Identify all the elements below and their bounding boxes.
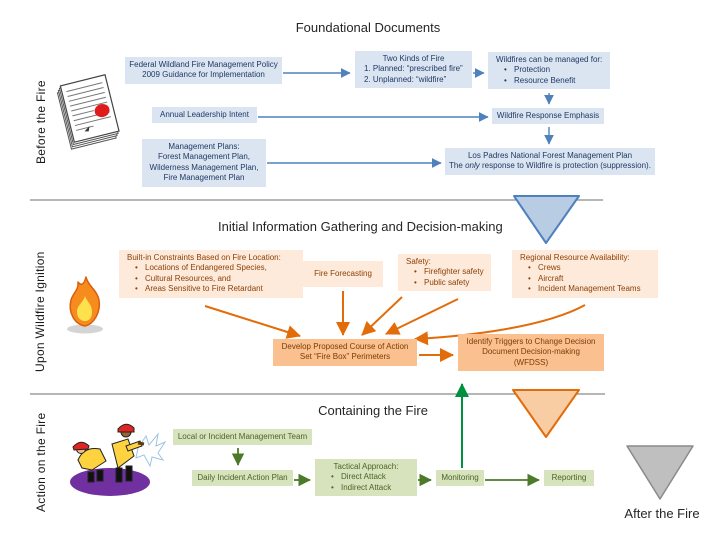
bullet-item: Direct Attack xyxy=(319,472,413,483)
box-federal-policy: Federal Wildland Fire Management Policy … xyxy=(125,57,282,84)
box-text: 1. Planned: “prescribed fire” xyxy=(364,64,463,74)
title-initial-information: Initial Information Gathering and Decisi… xyxy=(218,219,503,234)
box-monitoring: Monitoring xyxy=(436,470,484,487)
box-management-plans: Management Plans: Forest Management Plan… xyxy=(142,139,266,187)
box-text: Document Decision-making xyxy=(482,347,580,357)
bullet-item: Locations of Endangered Species, xyxy=(123,263,299,274)
box-annual-leadership-intent: Annual Leadership Intent xyxy=(152,107,257,124)
gray-funnel-triangle xyxy=(626,445,694,500)
bullet-item: Cultural Resources, and xyxy=(123,274,299,285)
box-title: Built-in Constraints Based on Fire Locat… xyxy=(127,253,281,262)
bullet-item: Indirect Attack xyxy=(319,483,413,494)
box-title: Regional Resource Availability: xyxy=(520,253,630,262)
firefighters-icon xyxy=(70,423,166,496)
bullet-item: Crews xyxy=(516,263,654,274)
box-built-in-constraints: Built-in Constraints Based on Fire Locat… xyxy=(119,250,303,298)
box-local-incident-management-team: Local or Incident Management Team xyxy=(173,429,312,446)
box-text: Forest Management Plan, xyxy=(157,152,251,162)
orange-funnel-triangle xyxy=(512,389,580,438)
flame-icon xyxy=(67,276,103,334)
box-text: Set “Fire Box” Perimeters xyxy=(299,352,391,362)
box-two-kinds-of-fire: Two Kinds of Fire 1. Planned: “prescribe… xyxy=(355,51,472,89)
bullet-item: Incident Management Teams xyxy=(516,284,654,295)
side-label-before-the-fire: Before the Fire xyxy=(34,80,48,164)
side-label-upon-wildfire-ignition: Upon Wildfire Ignition xyxy=(33,251,47,372)
box-text: Los Padres National Forest Management Pl… xyxy=(467,151,633,160)
box-title: Two Kinds of Fire xyxy=(382,54,445,63)
box-text: (WFDSS) xyxy=(513,357,549,367)
title-after-the-fire: After the Fire xyxy=(624,506,700,521)
box-identify-triggers: Identify Triggers to Change Decision Doc… xyxy=(458,334,604,372)
bullet-item: Protection xyxy=(492,65,606,76)
title-foundational-documents: Foundational Documents xyxy=(295,20,441,35)
document-stack-icon xyxy=(56,74,120,150)
box-fire-forecasting: Fire Forecasting xyxy=(303,261,383,288)
box-develop-course-of-action: Develop Proposed Course of Action Set “F… xyxy=(273,339,417,366)
box-text: Fire Management Plan xyxy=(163,173,245,183)
title-containing-the-fire: Containing the Fire xyxy=(318,403,428,418)
box-text: 2009 Guidance for Implementation xyxy=(142,70,265,80)
box-title: Tactical Approach: xyxy=(333,462,399,471)
box-wildfires-managed-for: Wildfires can be managed for: Protection… xyxy=(488,52,610,90)
box-text: Management Plans: xyxy=(168,142,240,151)
box-daily-incident-action-plan: Daily Incident Action Plan xyxy=(192,470,293,487)
box-tactical-approach: Tactical Approach: Direct Attack Indirec… xyxy=(315,459,417,497)
bullet-item: Firefighter safety xyxy=(402,267,487,278)
side-label-action-on-the-fire: Action on the Fire xyxy=(34,412,48,512)
bullet-item: Areas Sensitive to Fire Retardant xyxy=(123,284,299,295)
box-text: The only response to Wildfire is protect… xyxy=(449,161,651,171)
bullet-item: Resource Benefit xyxy=(492,76,606,87)
bullet-item: Public safety xyxy=(402,278,487,289)
blue-funnel-triangle xyxy=(513,195,580,244)
bullet-item: Aircraft xyxy=(516,274,654,285)
box-wildfire-response-emphasis: Wildfire Response Emphasis xyxy=(492,108,604,125)
box-text: 2. Unplanned: “wildfire” xyxy=(364,74,447,84)
box-text: Identify Triggers to Change Decision xyxy=(466,337,596,346)
box-title: Safety: xyxy=(406,257,431,266)
box-text: Federal Wildland Fire Management Policy xyxy=(129,60,278,69)
box-los-padres-plan: Los Padres National Forest Management Pl… xyxy=(445,148,655,175)
box-text: Develop Proposed Course of Action xyxy=(281,342,409,351)
box-text: Wilderness Management Plan, xyxy=(149,162,259,172)
box-regional-resource-availability: Regional Resource Availability: Crews Ai… xyxy=(512,250,658,298)
box-reporting: Reporting xyxy=(544,470,594,487)
box-safety: Safety: Firefighter safety Public safety xyxy=(398,254,491,292)
box-title: Wildfires can be managed for: xyxy=(496,55,603,64)
